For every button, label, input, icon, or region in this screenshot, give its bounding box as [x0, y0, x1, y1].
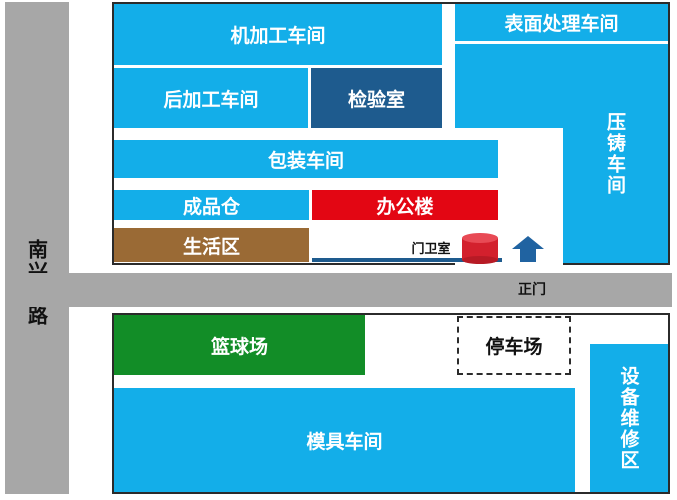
inspection-room: 检验室	[311, 68, 442, 128]
mold-workshop: 模具车间	[114, 388, 575, 492]
parking-lot: 停车场	[457, 316, 571, 375]
packaging-workshop: 包装车间	[114, 140, 498, 178]
surface-treatment-workshop: 表面处理车间	[455, 4, 668, 41]
office-building: 办公楼	[312, 190, 498, 220]
living-area: 生活区	[114, 228, 309, 262]
main-gate-label: 正门	[518, 282, 546, 298]
die-casting-label: 压铸车间	[604, 111, 626, 196]
machining-workshop: 机加工车间	[114, 4, 442, 65]
west-road	[5, 2, 69, 494]
guard-room-icon	[462, 233, 498, 264]
equipment-maintenance-area: 设备维修区	[590, 344, 668, 492]
post-processing-workshop: 后加工车间	[114, 68, 308, 128]
entrance-arrow-icon	[512, 236, 544, 262]
guard-room-label: 门卫室	[411, 241, 451, 257]
main-road	[5, 273, 672, 307]
finished-goods-warehouse: 成品仓	[114, 190, 309, 220]
entrance-strip	[312, 258, 502, 262]
basketball-court: 篮球场	[114, 315, 365, 375]
